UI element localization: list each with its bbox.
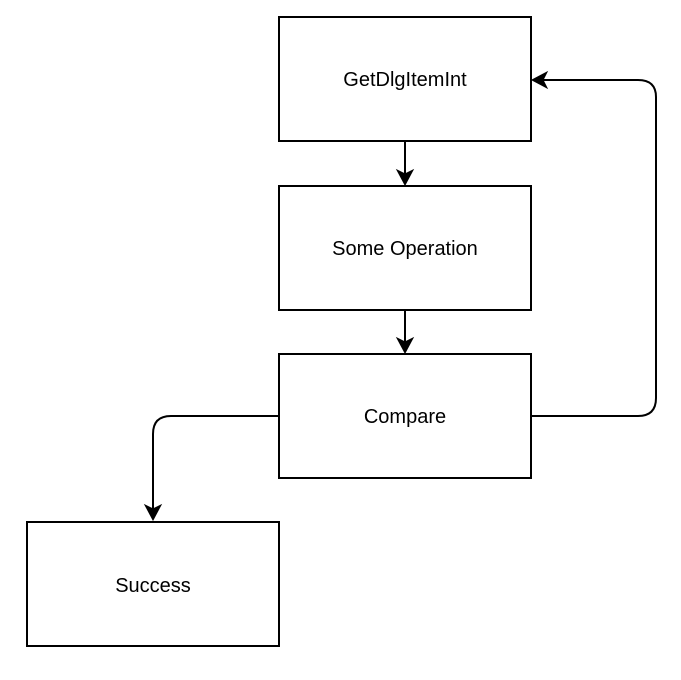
edge-compare-to-success-line: [152, 415, 279, 509]
arrowhead-down-icon: [143, 503, 163, 522]
edge-some-operation-to-compare: [395, 310, 415, 355]
arrowhead-left-icon: [530, 70, 549, 90]
arrowhead-down-icon: [395, 336, 415, 355]
node-success: Success: [26, 521, 280, 647]
node-compare-label: Compare: [364, 406, 446, 428]
edge-compare-to-getdlgitemint: [530, 70, 657, 417]
node-some-operation-label: Some Operation: [332, 238, 478, 260]
node-getdlgitemint: GetDlgItemInt: [278, 16, 532, 142]
node-getdlgitemint-box: [278, 16, 532, 142]
arrowhead-down-icon: [395, 168, 415, 187]
edge-compare-to-success: [143, 415, 279, 522]
node-success-box: [26, 521, 280, 647]
edge-compare-to-getdlgitemint-line: [531, 79, 657, 417]
node-compare: Compare: [278, 353, 532, 479]
node-success-label: Success: [115, 575, 191, 597]
node-some-operation-box: [278, 185, 532, 311]
node-some-operation: Some Operation: [278, 185, 532, 311]
node-getdlgitemint-label: GetDlgItemInt: [343, 69, 467, 91]
edge-getdlgitemint-to-some-operation: [395, 141, 415, 187]
